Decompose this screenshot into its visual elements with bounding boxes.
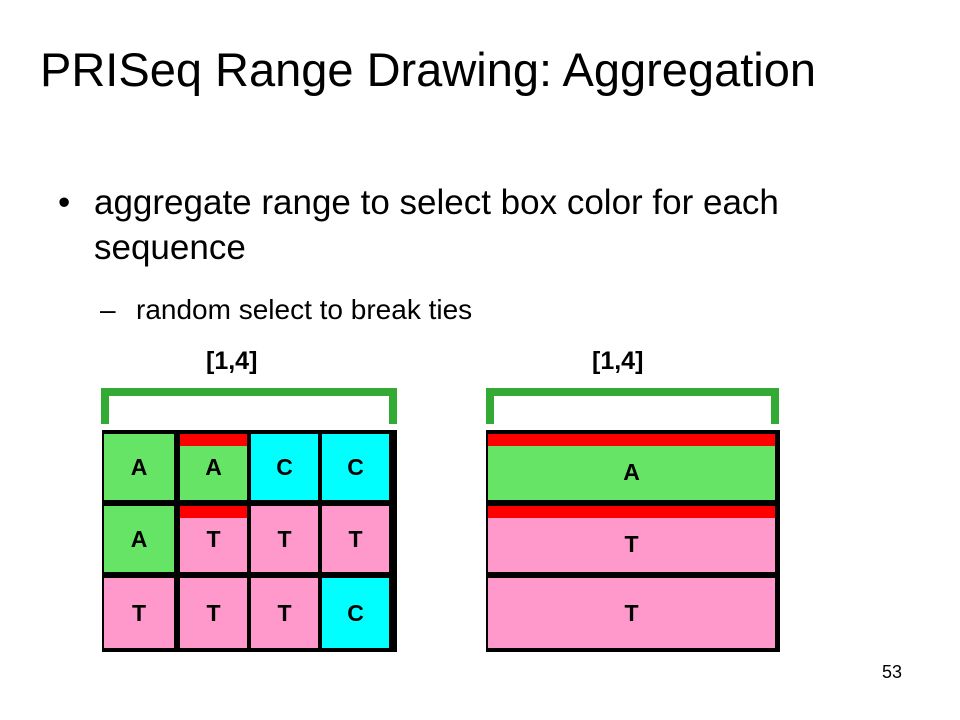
left-cell-r2-c1: A [104, 506, 174, 572]
right-range-label: [1,4] [592, 347, 644, 375]
left-cell-r1-c1: A [104, 434, 174, 500]
left-range-brace-path [101, 388, 397, 424]
sub-bullet-dash: – [100, 294, 116, 325]
left-cell-r1-c4: C [322, 434, 389, 500]
right-range-brace-path [486, 388, 779, 424]
left-cell-r3-c2: T [180, 578, 247, 648]
bullet-text: aggregate range to select box color for … [94, 183, 779, 267]
tie-marker [180, 506, 247, 518]
left-cell-r1-c3: C [251, 434, 318, 500]
bullet-symbol: • [58, 183, 71, 222]
sub-bullet-text: random select to break ties [136, 294, 473, 325]
page-number: 53 [881, 662, 902, 682]
tie-marker [488, 506, 775, 518]
left-cell-r3-c3: T [251, 578, 318, 648]
left-cell-r2-c4: T [322, 506, 389, 572]
right-cell-r3: T [488, 578, 775, 648]
left-cell-r2-c3: T [251, 506, 318, 572]
left-cell-r3-c1: T [104, 578, 174, 648]
slide-title: PRISeq Range Drawing: Aggregation [40, 43, 816, 96]
left-range-brace [101, 388, 397, 424]
tie-marker [488, 434, 775, 446]
tie-marker [180, 434, 247, 446]
left-range-label: [1,4] [206, 347, 258, 375]
left-cell-r3-c4: C [322, 578, 389, 648]
right-range-brace [486, 388, 779, 424]
